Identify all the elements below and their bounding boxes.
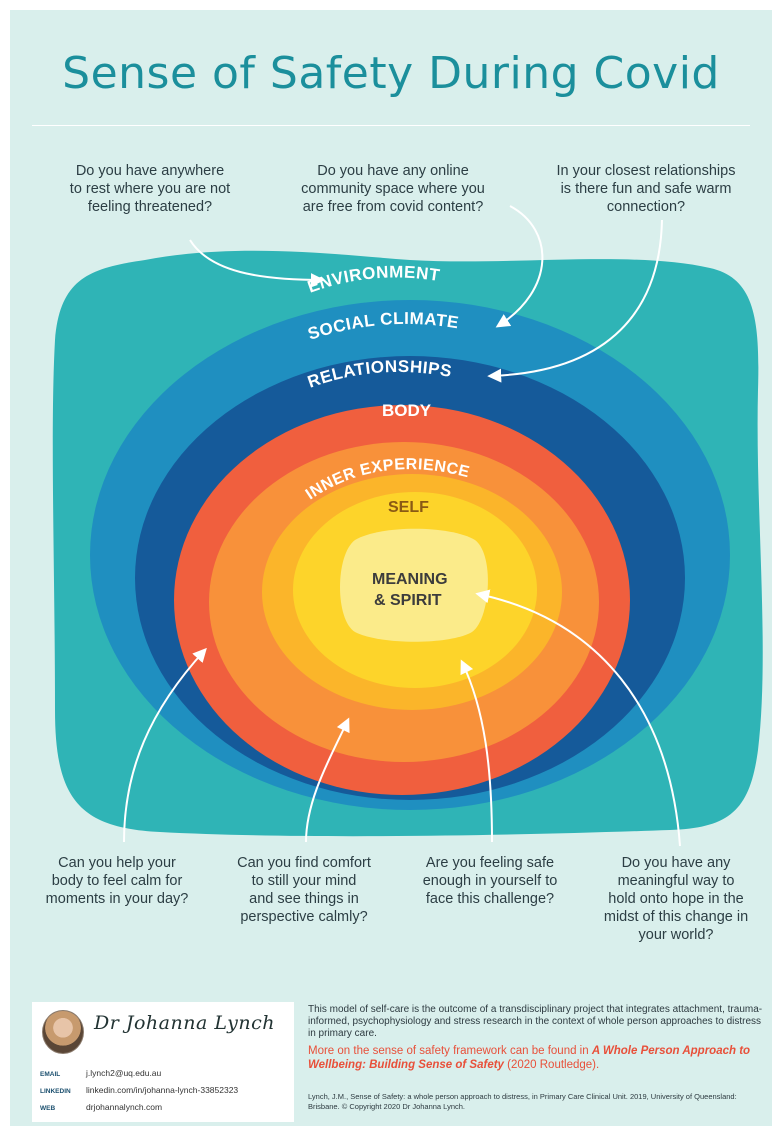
layer-label-self: SELF: [388, 499, 429, 516]
safety-layers-diagram: ENVIRONMENT SOCIAL CLIMATE RELATIONSHIPS…: [52, 205, 763, 847]
arrow-body: [123, 647, 207, 843]
email-row: EMAIL j.lynch2@uq.edu.au: [40, 1068, 161, 1078]
layer-label-meaning: MEANING: [372, 571, 448, 588]
author-signature: Dr Johanna Lynch: [94, 1012, 275, 1034]
page-title: Sense of Safety During Covid: [62, 48, 720, 99]
meaning-spirit-layer: [340, 528, 488, 642]
title-divider: [32, 125, 750, 126]
arrow-environment: [189, 239, 325, 287]
email-label: EMAIL: [40, 1071, 61, 1078]
linkedin-row: LINKEDIN linkedin.com/in/johanna-lynch-33…: [40, 1085, 238, 1095]
more-info-prefix: More on the sense of safety framework ca…: [308, 1045, 592, 1057]
web-link[interactable]: drjohannalynch.com: [86, 1102, 163, 1112]
web-label: WEB: [40, 1105, 56, 1112]
layer-label-body: BODY: [382, 401, 432, 420]
book-suffix: (2020 Routledge).: [503, 1059, 600, 1071]
arrow-inner-experience: [305, 717, 350, 843]
avatar: [42, 1010, 84, 1054]
email-link[interactable]: j.lynch2@uq.edu.au: [86, 1068, 162, 1078]
linkedin-link[interactable]: linkedin.com/in/johanna-lynch-33852323: [86, 1085, 239, 1095]
arrow-self: [460, 659, 493, 843]
linkedin-label: LINKEDIN: [40, 1088, 71, 1095]
infographic: Sense of Safety During Covid ENVIR: [10, 10, 772, 1126]
web-row: WEB drjohannalynch.com: [40, 1102, 162, 1112]
footer-more-info: More on the sense of safety framework ca…: [308, 1044, 768, 1072]
footer-description: This model of self-care is the outcome o…: [308, 1004, 763, 1039]
arrow-social-climate: [495, 205, 544, 328]
arrow-meaning-spirit: [475, 589, 681, 847]
book-title: A Whole Person Approach to Wellbeing: Bu…: [308, 1045, 751, 1071]
author-card: Dr Johanna Lynch EMAIL j.lynch2@uq.edu.au…: [32, 1002, 294, 1122]
layer-label-spirit: & SPIRIT: [374, 592, 442, 609]
footer-citation: Lynch, J.M., Sense of Safety: a whole pe…: [308, 1092, 737, 1111]
arrow-relationships: [487, 219, 663, 383]
